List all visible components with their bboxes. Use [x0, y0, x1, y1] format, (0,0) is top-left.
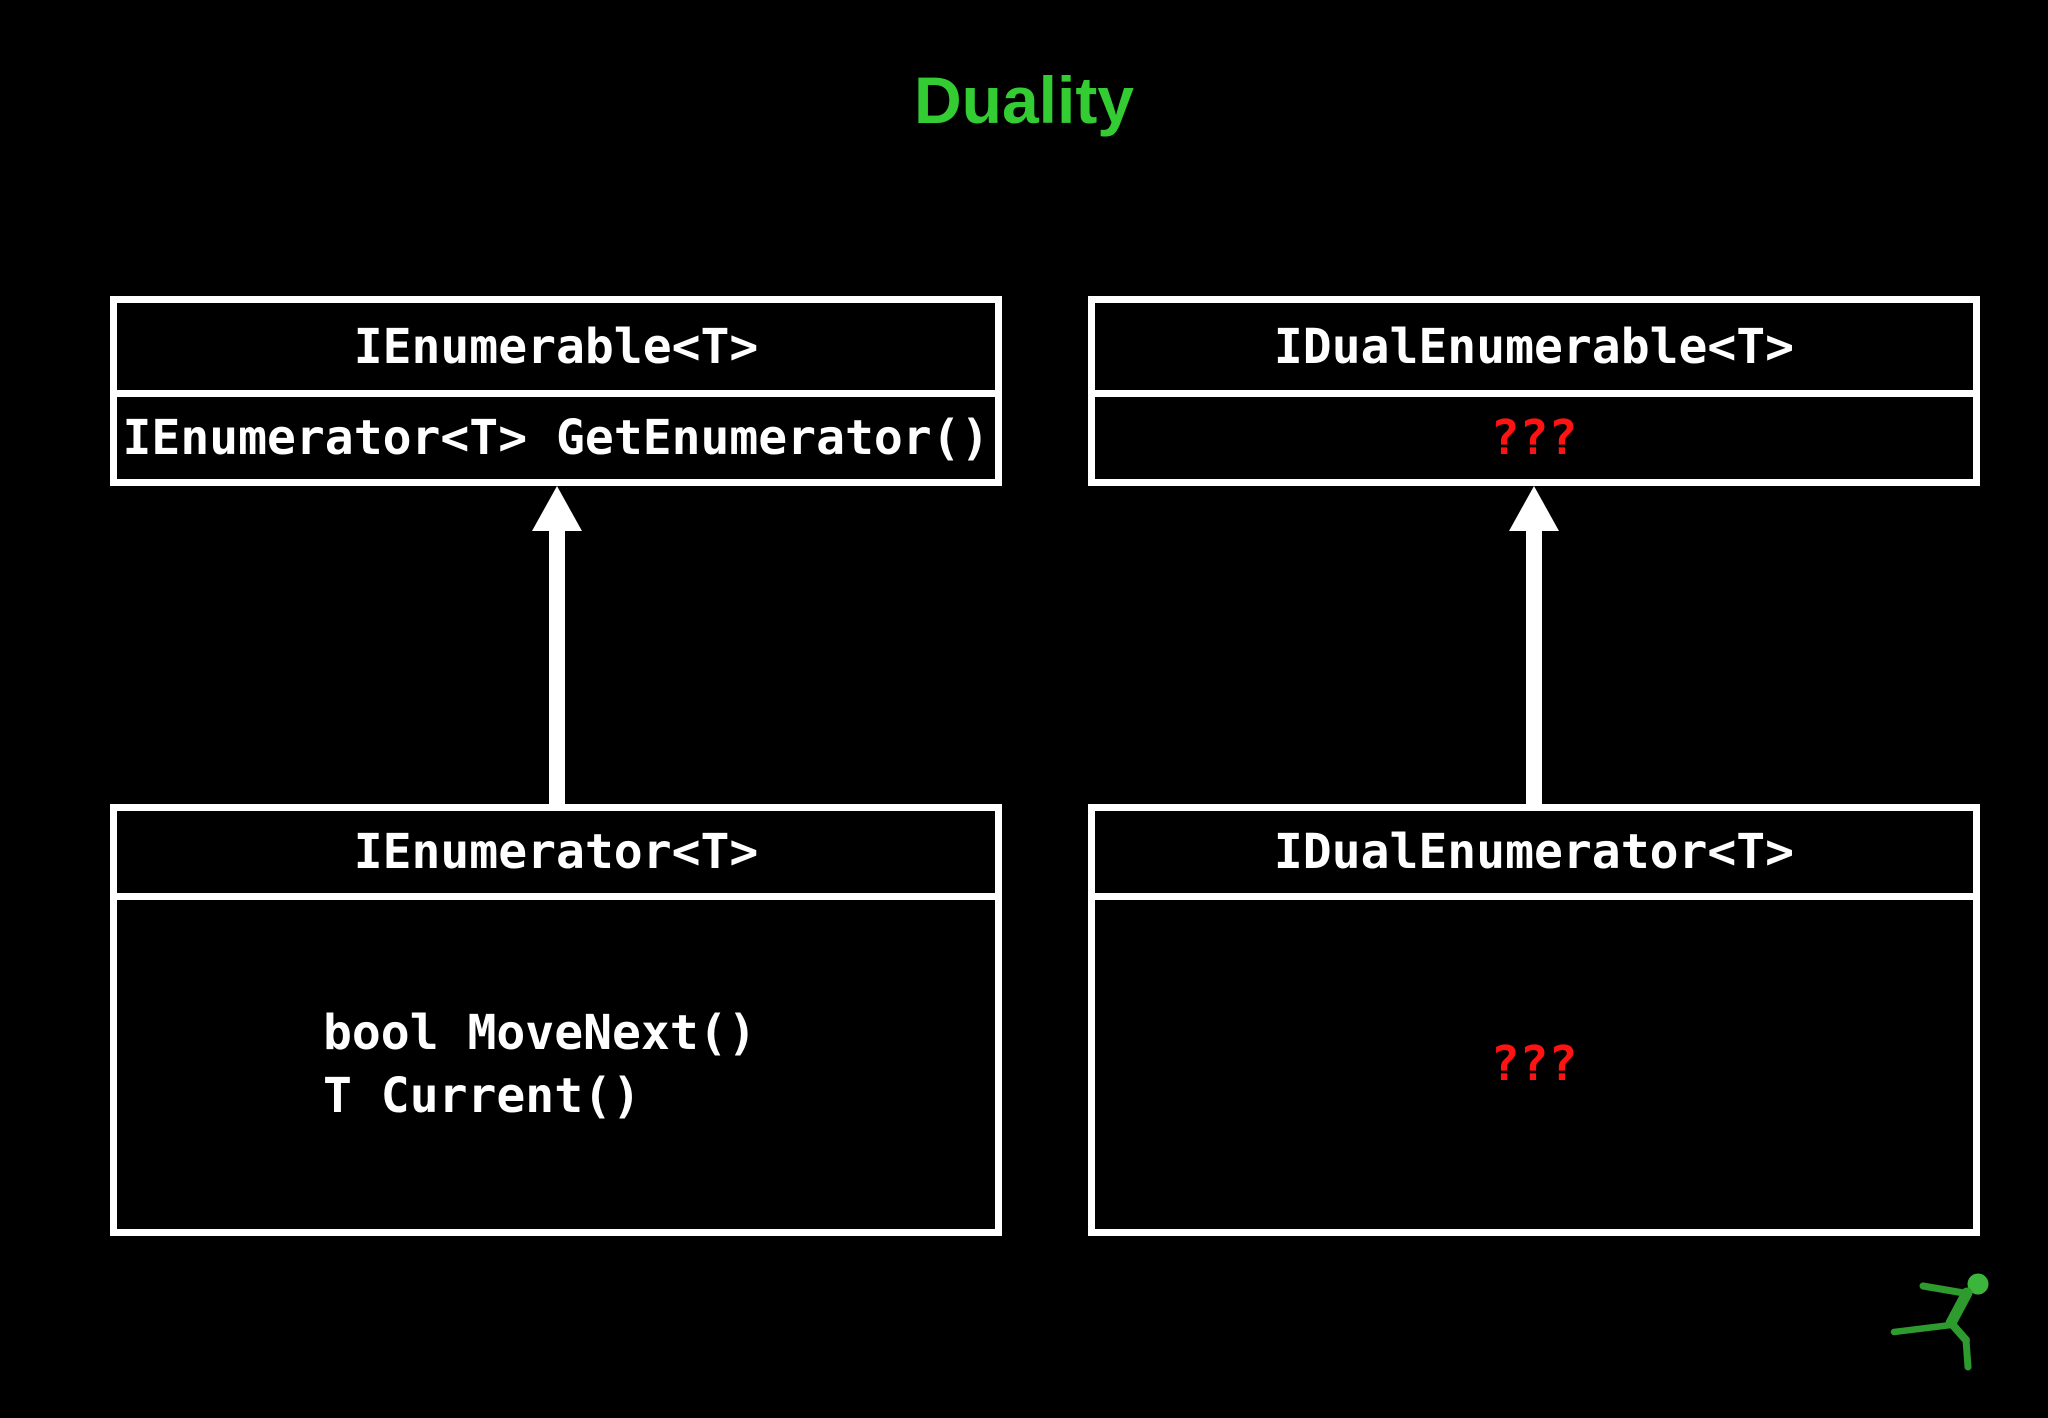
class-members: ???	[1095, 900, 1973, 1229]
class-name: IDualEnumerable<T>	[1095, 303, 1973, 397]
slide-title: Duality	[913, 63, 1135, 137]
class-name: IEnumerator<T>	[117, 811, 995, 900]
running-man-icon	[1890, 1273, 1989, 1371]
class-box-ienumerable: IEnumerable<T> IEnumerator<T> GetEnumera…	[110, 296, 1002, 486]
class-member: IEnumerator<T> GetEnumerator()	[122, 409, 990, 466]
class-box-idualenumerable: IDualEnumerable<T> ???	[1088, 296, 1980, 486]
class-box-ienumerator: IEnumerator<T> bool MoveNext() T Current…	[110, 804, 1002, 1236]
class-member-unknown: ???	[1490, 409, 1578, 466]
class-name: IEnumerable<T>	[117, 303, 995, 397]
class-name: IDualEnumerator<T>	[1095, 811, 1973, 900]
class-member: T Current()	[323, 1067, 641, 1124]
class-member-unknown: ???	[1490, 1036, 1578, 1092]
inheritance-arrow-left-icon	[532, 486, 582, 804]
class-member: bool MoveNext()	[323, 1004, 757, 1061]
class-members: ???	[1095, 397, 1973, 479]
class-box-idualenumerator: IDualEnumerator<T> ???	[1088, 804, 1980, 1236]
class-members: bool MoveNext() T Current()	[117, 900, 995, 1229]
class-members: IEnumerator<T> GetEnumerator()	[117, 397, 995, 479]
inheritance-arrow-right-icon	[1509, 486, 1559, 804]
